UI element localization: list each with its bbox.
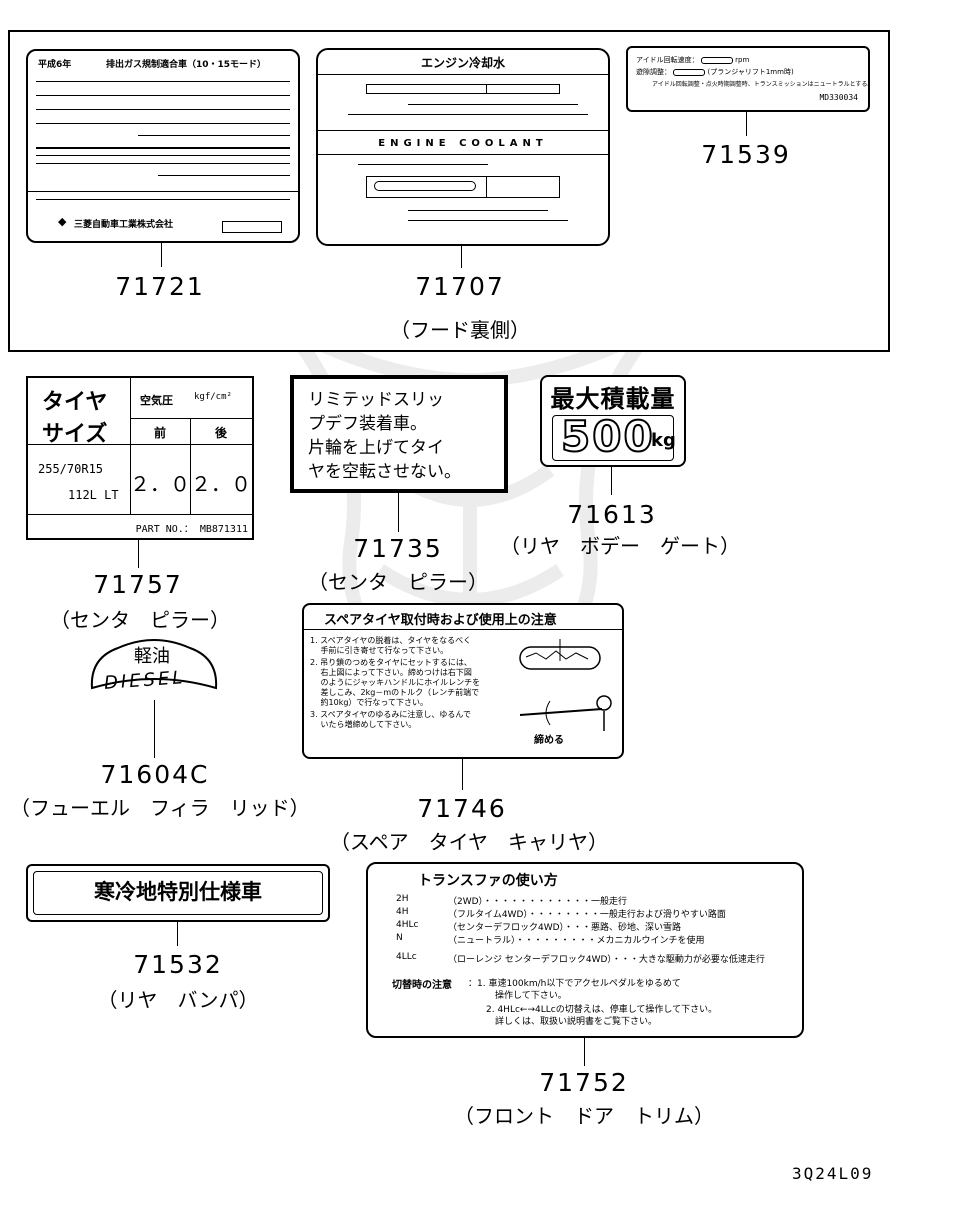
caption-71613: （リヤ ボデー ゲート） bbox=[500, 534, 740, 558]
part-number-71735: 71735 bbox=[353, 534, 443, 563]
label-71735-lsd: リミテッドスリッ プデフ装着車。 片輪を上げてタイ ヤを空転させない。 bbox=[290, 375, 508, 493]
load-title: 最大積載量 bbox=[550, 385, 676, 413]
transfer-note-3: 2. 4HLc←→4LLcの切替えは、停車して操作して下さい。 bbox=[468, 1005, 718, 1015]
tire-pressure-head: 空気圧 bbox=[140, 394, 173, 407]
caption-71757: （センタ ピラー） bbox=[50, 608, 230, 632]
part-number-71613: 71613 bbox=[567, 500, 657, 529]
diesel-jp: 軽油 bbox=[134, 646, 170, 667]
part-number-71532: 71532 bbox=[133, 950, 223, 979]
label-71752-transfer: トランスファの使い方 2H （2WD）・・・・・・・・・・・・一般走行 4H （… bbox=[366, 862, 804, 1038]
label-71707: エンジン冷却水 ENGINE COOLANT bbox=[316, 48, 610, 246]
transfer-mode-3: 4HLc bbox=[396, 920, 419, 930]
caption-71532: （リヤ バンパ） bbox=[97, 988, 259, 1012]
spare-line-9: いたら増締めして下さい。 bbox=[310, 720, 417, 729]
spare-tighten-label: 締める bbox=[534, 735, 564, 746]
transfer-desc-4: （ニュートラル）・・・・・・・・・メカニカルウインチを使用 bbox=[448, 936, 705, 946]
label-71721-year: 平成6年 bbox=[38, 60, 72, 70]
part-number-71707: 71707 bbox=[415, 272, 505, 301]
transfer-desc-3: （センターデフロック4WD）・・・悪路、砂地、深い雪路 bbox=[448, 923, 682, 933]
tire-size-2: 112L LT bbox=[68, 488, 119, 502]
transfer-note-2: 操作して下さい。 bbox=[468, 991, 567, 1001]
lsd-line-1: リミテッドスリッ bbox=[308, 390, 444, 410]
label-71539-line2: 遊隙調整： (プランジャリフト1mm時) bbox=[636, 68, 794, 76]
label-71539-line1: アイドル回転速度： rpm bbox=[636, 56, 750, 64]
label-71757-tire: タイヤ サイズ 空気圧 kgf/cm² 前 後 255/70R15 112L L… bbox=[26, 376, 254, 540]
part-number-71757: 71757 bbox=[93, 570, 183, 599]
tire-rear-head: 後 bbox=[214, 426, 227, 440]
spare-line-7: 約10kg）で行なって下さい。 bbox=[310, 698, 429, 707]
spare-title: スペアタイヤ取付時および使用上の注意 bbox=[324, 613, 557, 628]
part-number-71721: 71721 bbox=[115, 272, 205, 301]
label-71539: アイドル回転速度： rpm 遊隙調整： (プランジャリフト1mm時) アイドル回… bbox=[626, 46, 874, 112]
load-unit: kg bbox=[651, 430, 676, 451]
tire-front-head: 前 bbox=[153, 426, 166, 440]
lsd-line-3: 片輪を上げてタイ bbox=[308, 438, 444, 458]
lsd-line-2: プデフ装着車。 bbox=[308, 414, 427, 434]
label-71721-maker: 三菱自動車工業株式会社 bbox=[74, 220, 174, 230]
transfer-mode-4: N bbox=[396, 933, 403, 943]
caption-71746: （スペア タイヤ キャリヤ） bbox=[330, 830, 608, 854]
tire-title-1: タイヤ bbox=[42, 390, 108, 415]
transfer-note-4: 詳しくは、取扱い説明書をご覧下さい。 bbox=[468, 1017, 658, 1027]
spare-line-6: 差しこみ、2kg－mのトルク（レンチ前端で bbox=[310, 688, 480, 697]
label-71721: 平成6年 排出ガス規制適合車（10・15モード） ◆ 三菱自動車工業株式会社 bbox=[26, 49, 300, 243]
transfer-desc-5: （ローレンジ センターデフロック4WD）・・・大きな駆動力が必要な低速走行 bbox=[448, 955, 765, 965]
transfer-mode-5: 4LLc bbox=[396, 952, 417, 962]
tire-chain-diagram-icon bbox=[519, 639, 601, 670]
caption-71752: （フロント ドア トリム） bbox=[454, 1104, 714, 1128]
wrench-diagram-icon bbox=[519, 695, 612, 731]
label-71613-load: 最大積載量 500 kg bbox=[540, 375, 686, 467]
label-71604c-diesel-shape bbox=[90, 639, 218, 690]
tire-size-1: 255/70R15 bbox=[38, 462, 104, 476]
label-71721-header: 排出ガス規制適合車（10・15モード） bbox=[106, 60, 267, 70]
tire-pressure-unit: kgf/cm² bbox=[194, 392, 232, 402]
hood-caption: （フード裏側） bbox=[390, 318, 530, 342]
part-number-71746: 71746 bbox=[417, 794, 507, 823]
transfer-note-1: ：1. 車速100km/h以下でアクセルペダルをゆるめて bbox=[468, 979, 681, 989]
label-71746-spare: スペアタイヤ取付時および使用上の注意 1. スペアタイヤの脱着は、タイヤをなるべ… bbox=[302, 603, 624, 759]
transfer-mode-2: 4H bbox=[396, 907, 409, 917]
spare-line-1: 1. スペアタイヤの脱着は、タイヤをなるべく bbox=[310, 636, 472, 645]
transfer-desc-2: （フルタイム4WD）・・・・・・・・一般走行および滑りやすい路面 bbox=[448, 910, 726, 920]
spare-line-5: のようにジャッキハンドルにホイルレンチを bbox=[310, 678, 481, 687]
part-number-71539: 71539 bbox=[701, 140, 791, 169]
transfer-title: トランスファの使い方 bbox=[418, 873, 558, 889]
tire-title-2: サイズ bbox=[42, 422, 108, 447]
spare-line-2: 手前に引き寄せて行なって下さい。 bbox=[310, 646, 449, 655]
spare-line-3: 2. 吊り鎖のつめをタイヤにセットするには、 bbox=[310, 658, 472, 667]
part-number-71752: 71752 bbox=[539, 1068, 629, 1097]
cold-text: 寒冷地特別仕様車 bbox=[94, 880, 262, 904]
transfer-note-head: 切替時の注意 bbox=[392, 980, 452, 991]
transfer-desc-1: （2WD）・・・・・・・・・・・・一般走行 bbox=[448, 897, 628, 907]
tire-rear-value: ２．０ bbox=[191, 472, 251, 496]
caption-71604c: （フューエル フィラ リッド） bbox=[10, 796, 310, 820]
caption-71735: （センタ ピラー） bbox=[308, 570, 488, 594]
tire-partno-line: PART NO.： MB871311 bbox=[135, 524, 248, 535]
diagram-code: 3Q24L09 bbox=[792, 1164, 874, 1183]
lsd-line-4: ヤを空転させない。 bbox=[308, 462, 461, 482]
tire-front-value: ２．０ bbox=[130, 472, 190, 496]
label-71707-title: エンジン冷却水 bbox=[420, 56, 505, 70]
spare-line-4: 右上図によって下さい。締めつけは右下図 bbox=[310, 668, 472, 677]
part-number-71604c: 71604C bbox=[100, 760, 210, 789]
mitsubishi-logo-icon: ◆ bbox=[58, 215, 67, 228]
transfer-mode-1: 2H bbox=[396, 894, 409, 904]
label-71539-code: MD330034 bbox=[819, 93, 858, 102]
label-71532-cold: 寒冷地特別仕様車 bbox=[26, 864, 330, 922]
label-71539-line3: アイドル回転調整・点火時期調整時、トランスミッションはニュートラルとする。 bbox=[652, 81, 874, 88]
label-71707-subtitle: ENGINE COOLANT bbox=[378, 138, 548, 149]
load-value: 500 bbox=[560, 411, 655, 462]
spare-line-8: 3. スペアタイヤのゆるみに注意し、ゆるんで bbox=[310, 710, 471, 719]
